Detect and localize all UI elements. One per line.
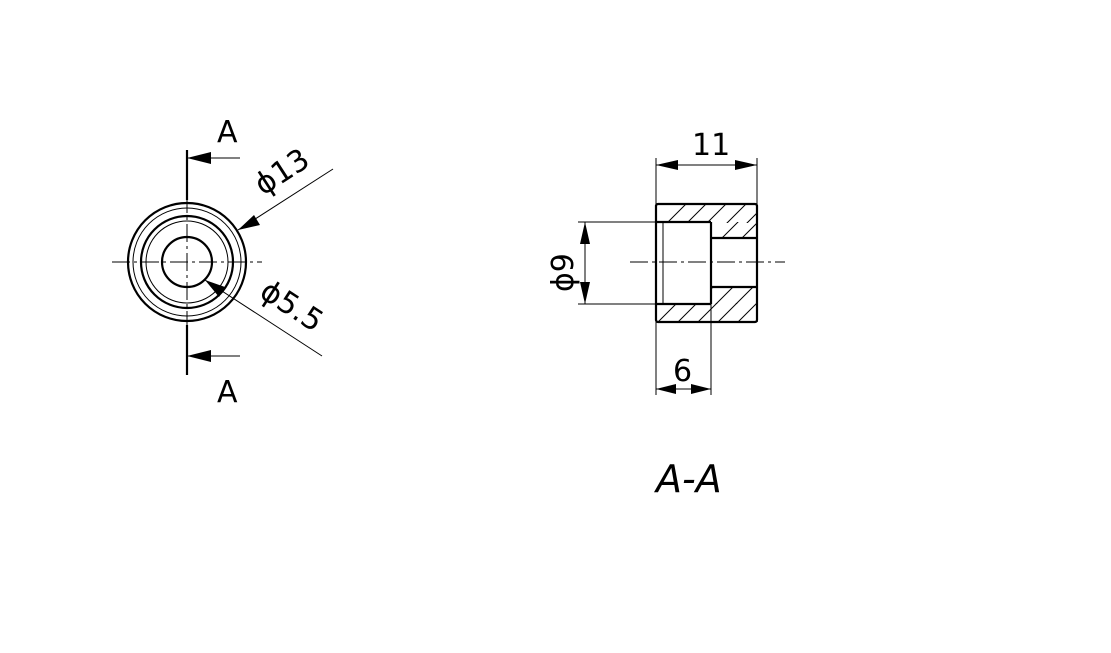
section-arrow-bottom-head [187,350,211,362]
hatch-top [666,205,758,223]
section-arrow-top-head [187,152,211,164]
outer-circle [126,201,248,323]
dim-outer-arrowhead [238,215,260,230]
section-label-bottom: A [217,375,238,410]
counterbore-thread-circle [145,220,229,304]
chamfer-circle [132,207,242,317]
body-outline [654,202,759,324]
dim-inner-leader [204,279,323,357]
front-view: A A ϕ13 ϕ5.5 [112,115,334,410]
dim-inner-arrowhead [205,280,225,297]
section-label-top: A [217,115,238,150]
inner-hole-circle [160,235,214,289]
dim-length-text: 11 [692,128,730,163]
dim-outer-diameter-text: ϕ13 [248,142,316,203]
dim-inner-diameter-text: ϕ5.5 [254,273,330,339]
counterbore [658,222,710,304]
dim-counterbore-diameter-text: ϕ9 [546,253,581,292]
counterbore-circle [139,214,235,310]
dim-counterbore-depth-text: 6 [673,354,692,389]
section-view: 11 ϕ9 6 A-A [546,128,785,501]
hatch-bottom [657,303,758,322]
section-title: A-A [653,457,722,501]
